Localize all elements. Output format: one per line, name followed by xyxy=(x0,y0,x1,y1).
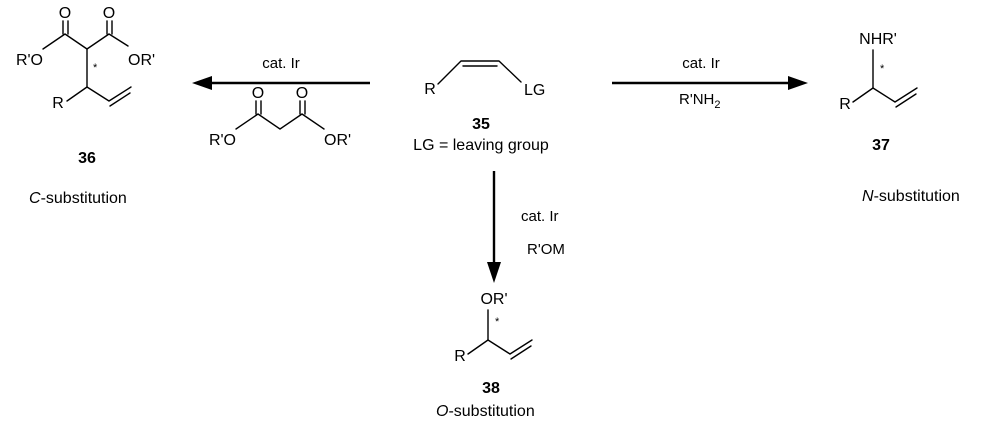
product-36-right-ester: OR' xyxy=(128,52,155,69)
product-36: O O R'O OR' * R 36 C-substitution xyxy=(16,5,155,207)
left-reagent-catalyst: cat. Ir xyxy=(262,55,300,72)
malonate-reagent: O O R'O OR' xyxy=(209,85,351,149)
down-reaction-arrow xyxy=(487,171,501,283)
malonate-carbonyl-o2: O xyxy=(296,85,308,102)
malonate-left-ester: R'O xyxy=(209,132,236,149)
product-36-allyl xyxy=(66,86,132,102)
product-38-stereo-star: * xyxy=(495,316,500,328)
product-37-allyl xyxy=(852,87,918,103)
compound-number-37: 37 xyxy=(872,137,890,154)
caption-o-substitution: O-substitution xyxy=(436,403,535,420)
substrate-chain xyxy=(437,60,522,85)
product-36-left-ester: R'O xyxy=(16,52,43,69)
product-36-stereo-star: * xyxy=(93,62,98,74)
product-38-group: OR' xyxy=(480,291,507,308)
left-reaction-arrow xyxy=(192,76,370,90)
compound-number-35: 35 xyxy=(472,116,490,133)
product-36-carbonyl-o2: O xyxy=(103,5,115,22)
product-36-malonate xyxy=(42,33,129,50)
product-38-allyl xyxy=(467,339,533,355)
product-38: OR' * R 38 O-substitution xyxy=(436,291,535,420)
leaving-group-note: LG = leaving group xyxy=(413,137,549,154)
product-36-carbonyl-o1: O xyxy=(59,5,71,22)
right-reagent-amine: R'NH2 xyxy=(679,91,721,111)
product-37: NHR' * R 37 N-substitution xyxy=(839,31,960,205)
substrate-lg-label: LG xyxy=(524,82,545,99)
malonate-right-ester: OR' xyxy=(324,132,351,149)
substrate-35: R LG 35 LG = leaving group xyxy=(413,60,549,154)
caption-n-substitution: N-substitution xyxy=(862,188,960,205)
down-reagent-catalyst: cat. Ir xyxy=(521,208,559,225)
malonate-carbonyl-o1: O xyxy=(252,85,264,102)
right-reagent-catalyst: cat. Ir xyxy=(682,55,720,72)
product-37-group: NHR' xyxy=(859,31,897,48)
caption-c-substitution: C-substitution xyxy=(29,190,127,207)
product-37-stereo-star: * xyxy=(880,63,885,75)
product-36-r-label: R xyxy=(52,95,64,112)
compound-number-36: 36 xyxy=(78,150,96,167)
product-38-r-label: R xyxy=(454,348,466,365)
compound-number-38: 38 xyxy=(482,380,500,397)
substrate-r-label: R xyxy=(424,81,436,98)
down-reagent-alkoxide: R'OM xyxy=(527,241,565,258)
product-37-r-label: R xyxy=(839,96,851,113)
right-reaction-arrow xyxy=(612,76,808,90)
malonate-backbone xyxy=(235,113,325,130)
